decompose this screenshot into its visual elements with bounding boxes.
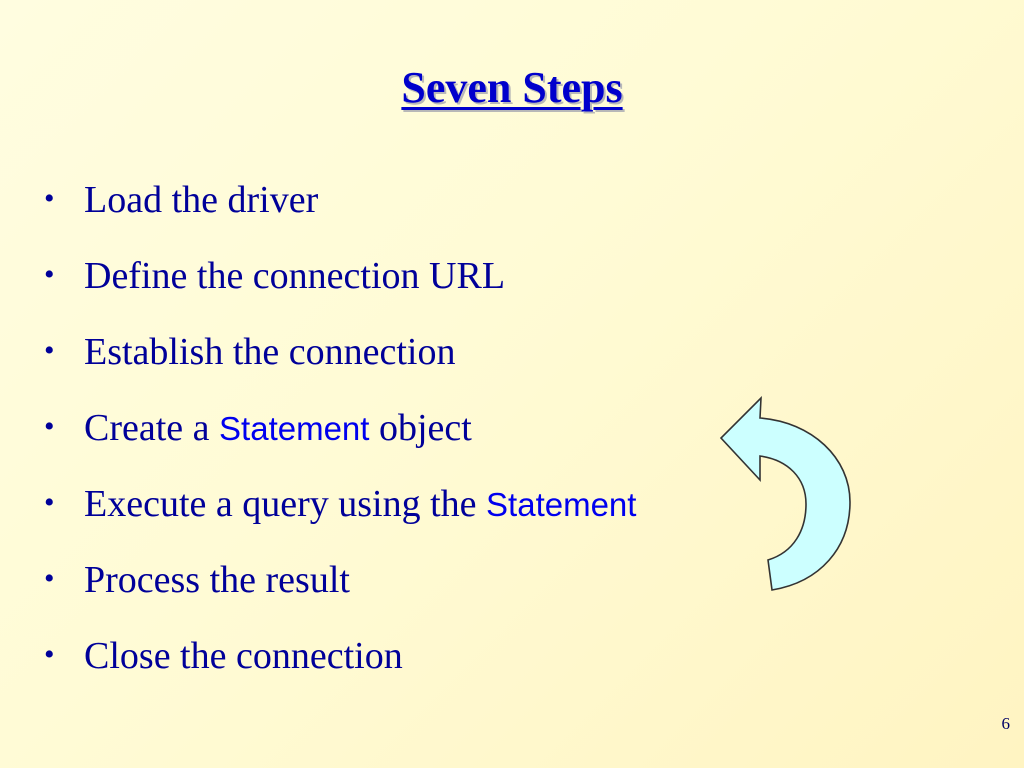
bullet-dot-icon: • bbox=[44, 486, 55, 519]
bullet-item-execute-query: • Execute a query using the Statement bbox=[44, 482, 636, 558]
code-term-statement: Statement bbox=[219, 410, 370, 447]
bullet-item-load-driver: • Load the driver bbox=[44, 178, 636, 254]
bullet-text-pre: Create a bbox=[84, 407, 220, 449]
bullet-text: Load the driver bbox=[84, 179, 319, 221]
bullet-text: Close the connection bbox=[84, 635, 403, 677]
bullet-item-define-url: • Define the connection URL bbox=[44, 254, 636, 330]
bullet-text: Establish the connection bbox=[84, 331, 456, 373]
bullet-dot-icon: • bbox=[44, 182, 55, 215]
bullet-text-pre: Execute a query using the bbox=[84, 483, 487, 525]
curved-return-arrow-icon bbox=[719, 396, 851, 591]
bullet-item-establish-connection: • Establish the connection bbox=[44, 330, 636, 406]
page-number: 6 bbox=[1001, 714, 1011, 733]
bullet-dot-icon: • bbox=[44, 638, 55, 671]
bullet-item-process-result: • Process the result bbox=[44, 558, 636, 634]
bullet-text: Create a Statement object bbox=[84, 406, 472, 450]
bullet-dot-icon: • bbox=[44, 258, 55, 291]
bullet-text-post: object bbox=[369, 407, 472, 449]
bullet-list: • Load the driver • Define the connectio… bbox=[44, 178, 636, 710]
curved-return-arrow-shape bbox=[719, 396, 851, 591]
bullet-text: Execute a query using the Statement bbox=[84, 482, 636, 526]
code-term-statement: Statement bbox=[486, 486, 637, 523]
bullet-dot-icon: • bbox=[44, 410, 55, 443]
bullet-text: Process the result bbox=[84, 559, 350, 601]
bullet-dot-icon: • bbox=[44, 334, 55, 367]
bullet-dot-icon: • bbox=[44, 562, 55, 595]
bullet-item-create-statement: • Create a Statement object bbox=[44, 406, 636, 482]
bullet-text: Define the connection URL bbox=[84, 255, 506, 297]
bullet-item-close-connection: • Close the connection bbox=[44, 634, 636, 710]
slide-title: Seven Steps bbox=[401, 63, 623, 112]
